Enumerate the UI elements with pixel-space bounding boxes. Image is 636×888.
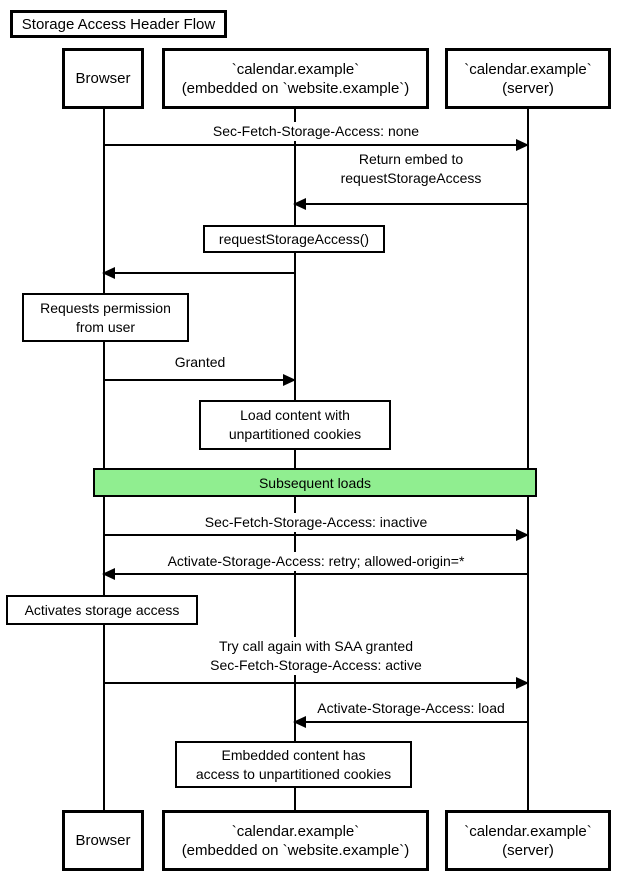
participant-embed-label-line1: `calendar.example` (231, 822, 360, 840)
participant-server-top: `calendar.example` (server) (445, 48, 611, 109)
divider-subsequent-loads: Subsequent loads (93, 468, 537, 497)
participant-browser-top: Browser (62, 48, 144, 109)
participant-server-label-line2: (server) (502, 841, 554, 859)
note-embedded-content-line1: Embedded content has (221, 746, 366, 763)
arrow-browser-to-server-1 (104, 139, 529, 151)
message-label-return-embed-line2: requestStorageAccess (340, 170, 482, 186)
arrow-browser-to-server-3 (104, 677, 529, 689)
participant-embed-bottom: `calendar.example` (embedded on `website… (162, 810, 429, 871)
participant-embed-label-line2: (embedded on `website.example`) (181, 841, 410, 859)
participant-embed-label-line2: (embedded on `website.example`) (181, 79, 410, 97)
participant-embed-label-line1: `calendar.example` (231, 60, 360, 78)
note-load-content: Load content with unpartitioned cookies (199, 400, 391, 450)
message-label-try-again-line1: Try call again with SAA granted (218, 638, 414, 654)
message-label-try-again: Try call again with SAA granted Sec-Fetc… (207, 637, 425, 675)
arrowhead-right-icon (283, 374, 296, 386)
participant-server-label-line1: `calendar.example` (464, 60, 592, 78)
arrowhead-left-icon (293, 198, 306, 210)
message-label-return-embed: Return embed to requestStorageAccess (337, 150, 485, 188)
participant-browser-label: Browser (75, 832, 131, 849)
note-embedded-content: Embedded content has access to unpartiti… (175, 741, 412, 788)
message-label-sec-fetch-inactive: Sec-Fetch-Storage-Access: inactive (201, 513, 431, 532)
participant-server-label-line1: `calendar.example` (464, 822, 592, 840)
arrowhead-left-icon (293, 716, 306, 728)
arrow-server-to-browser (102, 568, 527, 580)
divider-subsequent-loads-label: Subsequent loads (258, 474, 372, 491)
participant-browser-label: Browser (75, 70, 131, 87)
arrowhead-right-icon (516, 677, 529, 689)
lifeline-server (527, 108, 529, 810)
note-load-content-line2: unpartitioned cookies (228, 426, 362, 442)
lifeline-embed (294, 108, 296, 810)
note-request-storage-access: requestStorageAccess() (203, 225, 385, 253)
note-requests-permission: Requests permission from user (22, 293, 189, 342)
diagram-title: Storage Access Header Flow (10, 10, 227, 38)
arrowhead-right-icon (516, 139, 529, 151)
participant-browser-bottom: Browser (62, 810, 144, 871)
note-activates-storage-text: Activates storage access (24, 601, 180, 618)
note-activates-storage: Activates storage access (6, 595, 198, 625)
message-label-granted: Granted (171, 353, 229, 372)
arrow-server-to-embed-1 (293, 198, 527, 210)
note-request-storage-access-text: requestStorageAccess() (218, 230, 370, 247)
note-embedded-content-line2: access to unpartitioned cookies (195, 765, 392, 782)
message-label-sec-fetch-none: Sec-Fetch-Storage-Access: none (209, 122, 423, 141)
message-label-activate-retry: Activate-Storage-Access: retry; allowed-… (164, 552, 468, 571)
arrow-browser-to-server-2 (104, 529, 529, 541)
note-load-content-line1: Load content with (240, 407, 350, 423)
arrowhead-left-icon (102, 267, 115, 279)
arrow-server-to-embed-2 (293, 716, 527, 728)
note-requests-permission-line2: from user (75, 318, 136, 335)
lifeline-browser (103, 108, 105, 810)
arrowhead-right-icon (516, 529, 529, 541)
participant-server-bottom: `calendar.example` (server) (445, 810, 611, 871)
participant-embed-top: `calendar.example` (embedded on `website… (162, 48, 429, 109)
note-requests-permission-line1: Requests permission (40, 299, 171, 316)
arrowhead-left-icon (102, 568, 115, 580)
arrow-embed-to-browser (102, 267, 295, 279)
message-label-activate-load: Activate-Storage-Access: load (314, 699, 508, 718)
participant-server-label-line2: (server) (502, 79, 554, 97)
arrow-browser-to-embed (104, 374, 296, 386)
message-label-return-embed-line1: Return embed to (358, 151, 464, 167)
message-label-try-again-line2: Sec-Fetch-Storage-Access: active (210, 657, 422, 673)
